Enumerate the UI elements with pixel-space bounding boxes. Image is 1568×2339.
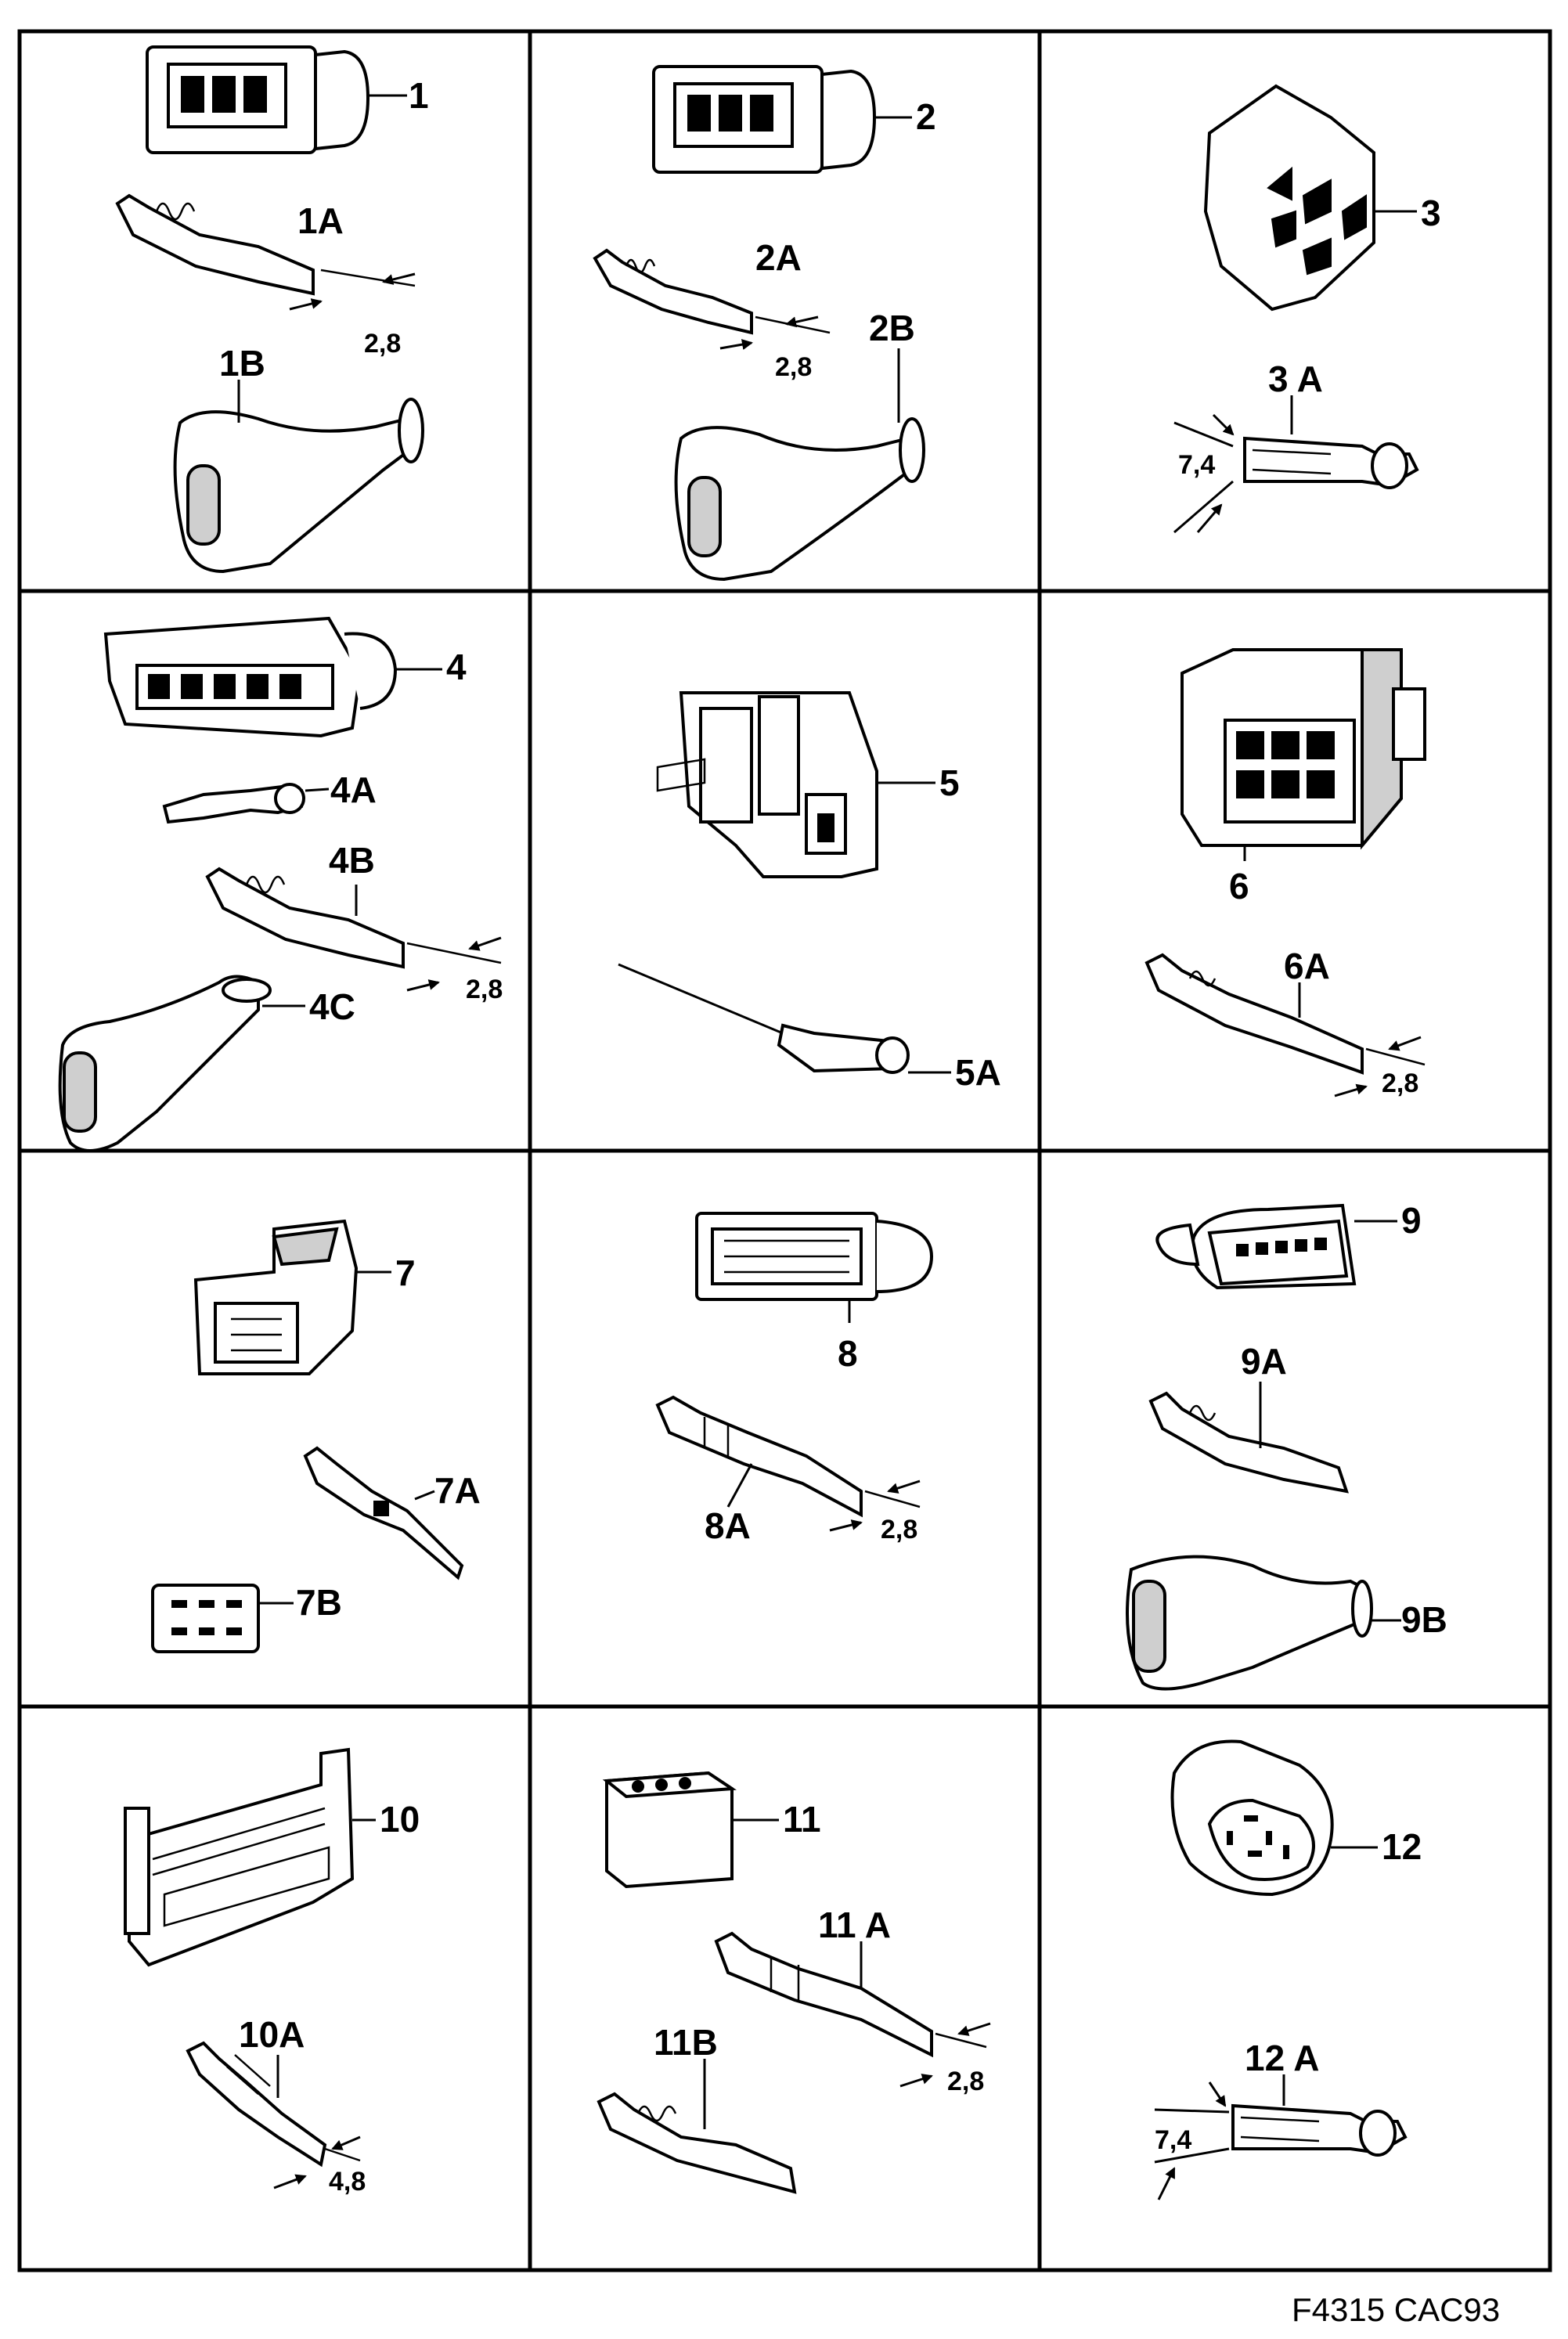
terminal-11a: [714, 1931, 987, 2058]
boot-2b: [674, 348, 925, 582]
figure-code: F4315 CAC93: [1292, 2291, 1500, 2328]
label-1b: 1B: [219, 343, 265, 384]
label-11a: 11 A: [818, 1905, 891, 1945]
label-8: 8: [838, 1333, 858, 1374]
terminal-11b: [597, 2059, 797, 2194]
grid-frame: [17, 29, 1552, 2272]
pin-5a: [618, 963, 951, 1074]
label-1a: 1A: [297, 200, 344, 241]
connector-housing-5: [656, 691, 935, 878]
label-6a: 6A: [1284, 946, 1330, 986]
terminal-3a: [1243, 395, 1419, 489]
cell-10: 10 10A 4,8: [124, 1747, 420, 2197]
label-12a: 12 A: [1245, 2038, 1319, 2078]
label-11: 11: [783, 1799, 821, 1840]
label-7b: 7B: [296, 1582, 342, 1623]
cell-8: 8 8A 2,8: [655, 1212, 934, 1546]
label-3a: 3 A: [1268, 359, 1323, 399]
terminal-10a: [186, 2041, 361, 2168]
label-4c: 4C: [309, 986, 355, 1027]
terminal-8a: [655, 1395, 921, 1518]
terminal-4b: [205, 867, 502, 969]
relay-socket-12: [1170, 1739, 1378, 1897]
label-7: 7: [395, 1252, 416, 1293]
label-9b: 9B: [1401, 1599, 1447, 1640]
seal-7b: [151, 1584, 294, 1653]
dimension-6: 2,8: [1382, 1069, 1418, 1098]
label-10a: 10A: [239, 2014, 305, 2055]
dimension-12: 7,4: [1155, 2125, 1191, 2155]
dimension-8: 2,8: [881, 1515, 917, 1544]
connector-1: [146, 45, 407, 154]
boot-1b: [173, 380, 424, 574]
label-10: 10: [380, 1799, 420, 1840]
label-4a: 4A: [330, 769, 377, 810]
dimension-2: 2,8: [775, 352, 812, 382]
dimension-3: 7,4: [1178, 450, 1215, 480]
cell-5: 5 5A: [618, 691, 1001, 1093]
dimension-10: 4,8: [329, 2167, 366, 2197]
connector-block-11: [602, 1771, 779, 1889]
connector-carrier-10: [124, 1747, 376, 1967]
label-2a: 2A: [755, 237, 802, 278]
connector-8: [695, 1212, 934, 1323]
label-12: 12: [1382, 1826, 1422, 1867]
terminal-12a: [1231, 2074, 1408, 2157]
connector-9: [1155, 1203, 1397, 1290]
connector-4: [103, 616, 442, 738]
label-11b: 11B: [654, 2022, 718, 2063]
cell-9: 9 9A 9B: [1126, 1200, 1447, 1691]
label-9: 9: [1401, 1200, 1422, 1241]
connector-7: [193, 1219, 391, 1375]
label-6: 6: [1229, 866, 1249, 906]
cell-12: 12 12 A 7,4: [1154, 1739, 1422, 2200]
cell-3: 3 3 A 7,4: [1173, 84, 1441, 534]
dimension-11: 2,8: [947, 2067, 984, 2096]
terminal-1a: [115, 193, 416, 296]
label-7a: 7A: [434, 1470, 481, 1511]
label-2: 2: [916, 96, 936, 137]
label-5a: 5A: [955, 1052, 1001, 1093]
label-4b: 4B: [329, 840, 375, 881]
terminal-9a: [1148, 1382, 1349, 1494]
label-5: 5: [939, 762, 960, 803]
cell-6: 6 6A 2,8: [1144, 648, 1426, 1098]
cell-7: 7 7A 7B: [151, 1219, 481, 1653]
dimension-1: 2,8: [364, 329, 401, 359]
label-1: 1: [409, 75, 429, 116]
connector-2: [652, 65, 912, 174]
label-9a: 9A: [1241, 1341, 1287, 1382]
terminal-4a: [162, 783, 330, 824]
relay-socket-3: [1203, 84, 1417, 312]
cell-11: 11 11 A 2,8 11B: [597, 1771, 991, 2194]
dimension-4: 2,8: [466, 975, 503, 1004]
label-8a: 8A: [705, 1505, 751, 1546]
connector-6: [1181, 648, 1426, 861]
label-2b: 2B: [869, 308, 915, 348]
terminal-6a: [1144, 953, 1426, 1075]
terminal-7a: [303, 1446, 464, 1580]
boot-9b: [1126, 1555, 1401, 1691]
boot-4c: [58, 975, 305, 1152]
cell-2: 2 2A 2,8 2B: [593, 65, 936, 582]
label-3: 3: [1421, 193, 1441, 233]
cell-1: 1 1A 2,8 1B: [115, 45, 429, 574]
label-4: 4: [446, 647, 467, 687]
cell-4: 4 4A 4B 2,8 4C: [58, 616, 503, 1152]
